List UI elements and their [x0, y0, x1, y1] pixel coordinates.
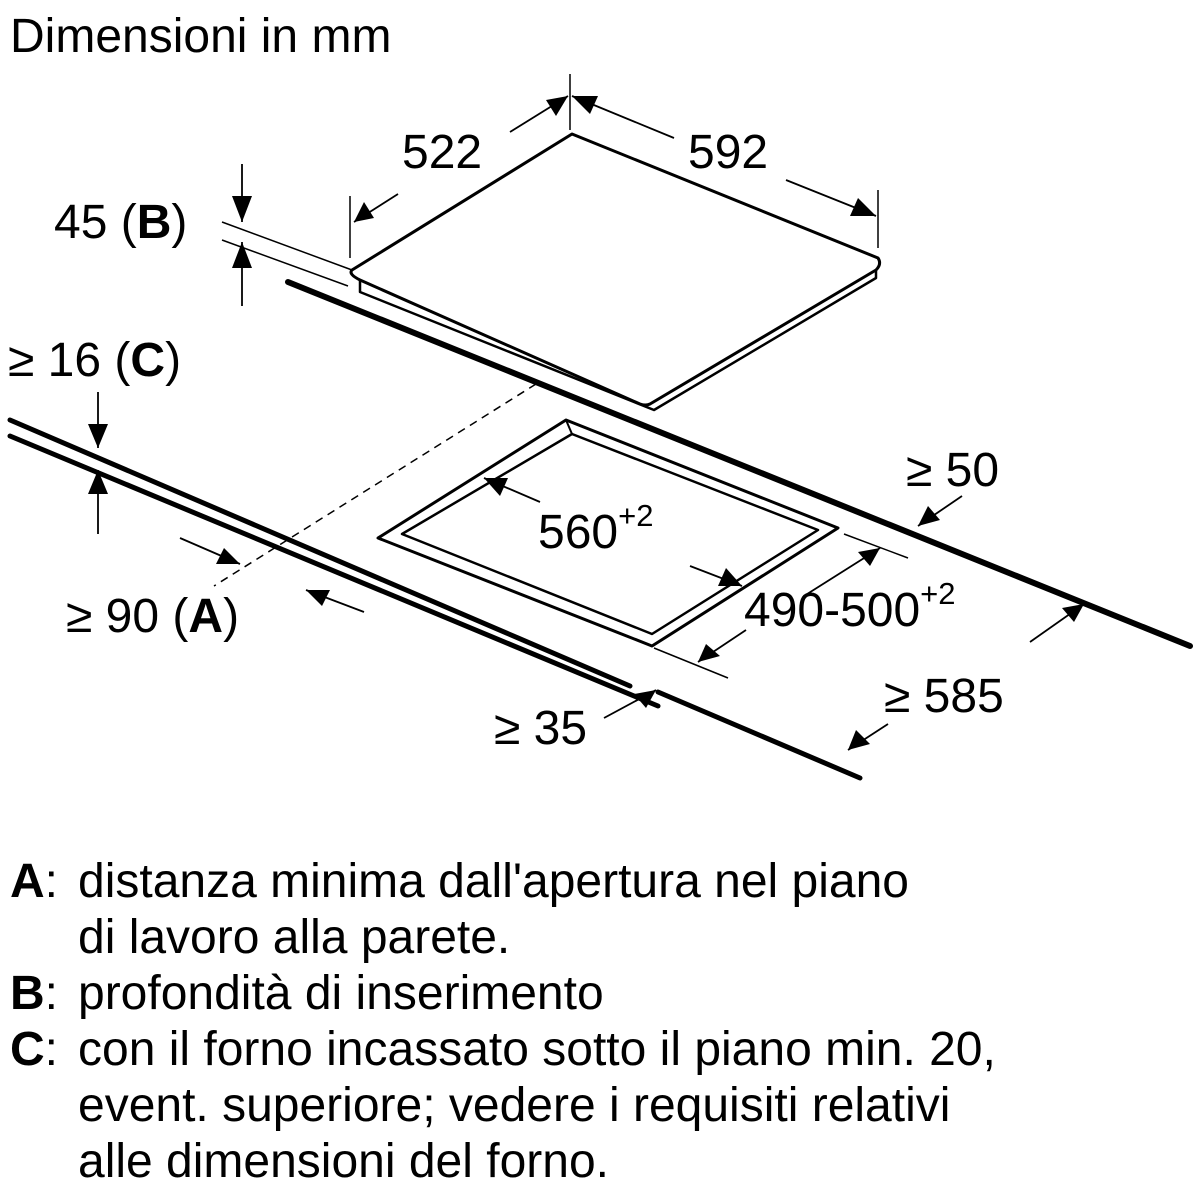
legend-text-c-line-3: alle dimensioni del forno.: [78, 1135, 609, 1188]
legend: A: distanza minima dall'apertura nel pia…: [10, 854, 1190, 1190]
alignment-dashed-line: [213, 383, 537, 587]
worktop-front-edge-lower: [7, 433, 661, 709]
cutout-inner: [400, 432, 820, 636]
hob: [349, 132, 882, 412]
arrowhead-560-left: [484, 478, 508, 496]
hob-edge: [358, 270, 878, 412]
label-cutout-depth: 490-500+2: [744, 576, 956, 637]
cutout-inner-link: [565, 419, 573, 435]
arrowhead-522-top: [546, 96, 568, 116]
arrowhead-592-bottom: [850, 198, 876, 216]
arrowhead-90-right: [306, 590, 330, 606]
label-rear-clearance: ≥ 50: [906, 444, 999, 497]
worktop-rear-edge: [285, 279, 1193, 649]
legend-text-b-line-1: profondità di inserimento: [78, 967, 604, 1020]
label-cutout-width: 560+2: [538, 498, 653, 559]
arrowhead-585-top: [1062, 604, 1084, 622]
legend-item-c: C: con il forno incassato sotto il piano…: [10, 1022, 1190, 1190]
label-insertion-depth: 45 (B): [54, 196, 187, 249]
legend-key-c: C: [10, 1023, 45, 1076]
label-clearance-below: ≥ 16 (C): [8, 334, 181, 387]
arrowhead-490-top: [858, 548, 880, 566]
cutout: [376, 418, 840, 648]
label-hob-width: 592: [688, 126, 768, 179]
worktop: [7, 279, 1193, 781]
arrowhead-592-top: [572, 96, 598, 114]
legend-item-a: A: distanza minima dall'apertura nel pia…: [10, 854, 1190, 966]
legend-text-c-line-1: con il forno incassato sotto il piano mi…: [78, 1023, 996, 1076]
worktop-front-edge-right: [655, 689, 863, 781]
legend-text-a-line-1: distanza minima dall'apertura nel piano: [78, 855, 909, 908]
arrowhead-560-right: [718, 568, 742, 586]
arrowhead-16-top: [88, 424, 108, 448]
arrowhead-45-top: [232, 196, 252, 222]
arrowhead-35: [634, 690, 656, 708]
diagram-title: Dimensioni in mm: [10, 10, 391, 63]
arrowhead-45-bottom: [232, 242, 252, 268]
worktop-front-edge-upper: [7, 417, 633, 689]
hob-top-surface: [349, 132, 882, 407]
installation-diagram: Dimensioni in mm: [7, 10, 1193, 781]
arrowhead-585-bottom: [848, 730, 870, 750]
arrowhead-50: [918, 506, 940, 526]
dimension-lines: [97, 95, 1085, 751]
legend-text-c-line-2: event. superiore; vedere i requisiti rel…: [78, 1079, 951, 1132]
legend-key-b: B: [10, 967, 45, 1020]
arrowhead-522-bottom: [354, 202, 374, 222]
arrowhead-16-bottom: [88, 470, 108, 494]
label-wall-distance: ≥ 90 (A): [66, 590, 239, 643]
legend-key-a: A: [10, 855, 45, 908]
label-worktop-depth: ≥ 585: [884, 670, 1004, 723]
label-front-distance: ≥ 35: [494, 702, 587, 755]
arrowhead-490-bottom: [698, 644, 720, 662]
cutout-outer: [376, 418, 840, 648]
legend-text-a-line-2: di lavoro alla parete.: [78, 911, 511, 964]
legend-item-b: B: profondità di inserimento: [10, 966, 1190, 1022]
label-hob-depth: 522: [402, 126, 482, 179]
arrowhead-90-left: [216, 548, 240, 564]
arrowheads: [88, 96, 1084, 750]
